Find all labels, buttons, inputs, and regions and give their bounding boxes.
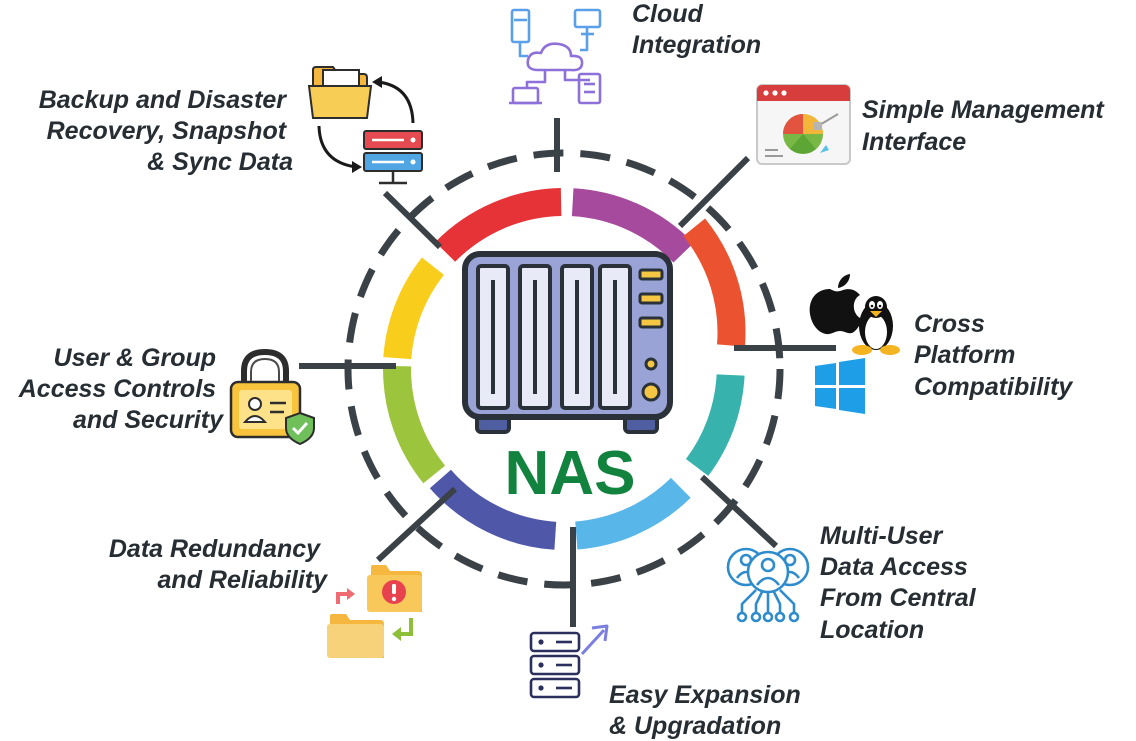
server-upgrade-icon — [529, 624, 609, 699]
connector-management — [677, 155, 751, 229]
windows-logo-icon — [815, 358, 865, 414]
connector-lines — [299, 118, 836, 627]
folder-alert-icon — [327, 565, 422, 658]
ring-segment-green — [383, 365, 446, 484]
connector-multi-user — [699, 474, 779, 549]
feature-label-multi-user: Multi-User Data Access From Central Loca… — [820, 522, 983, 644]
ring-segment-yellow — [383, 257, 445, 360]
ring-segment-orange — [683, 218, 746, 347]
connector-redundancy — [375, 486, 458, 563]
ring-segment-purple — [571, 188, 694, 263]
feature-label-management: Simple Management Interface — [862, 96, 1111, 156]
feature-label-cloud: Cloud Integration — [632, 0, 761, 59]
dashboard-chart-icon — [756, 84, 851, 165]
nas-title: NAS — [505, 439, 636, 508]
os-logos-icon — [809, 274, 900, 414]
feature-label-redundancy: Data Redundancy and Reliability — [109, 535, 328, 594]
users-network-icon — [726, 547, 810, 623]
folder-server-sync-icon — [307, 66, 423, 185]
ring-segment-red — [435, 188, 562, 262]
feature-label-cross-platform: Cross Platform Compatibility — [914, 310, 1073, 401]
ring-segment-teal — [685, 373, 745, 476]
padlock-id-icon — [229, 348, 315, 446]
nas-device-icon — [462, 251, 673, 434]
feature-label-expansion: Easy Expansion & Upgradation — [609, 681, 808, 740]
feature-label-access: User & Group Access Controls and Securit… — [18, 344, 224, 434]
feature-label-backup: Backup and Disaster Recovery, Snapshot &… — [39, 86, 293, 176]
cloud-network-icon — [509, 8, 602, 105]
apple-logo-icon — [809, 274, 862, 335]
connector-backup — [382, 190, 443, 250]
linux-penguin-icon — [852, 296, 900, 355]
ring-segment-skyblue — [574, 477, 691, 550]
colored-ring — [383, 188, 746, 550]
